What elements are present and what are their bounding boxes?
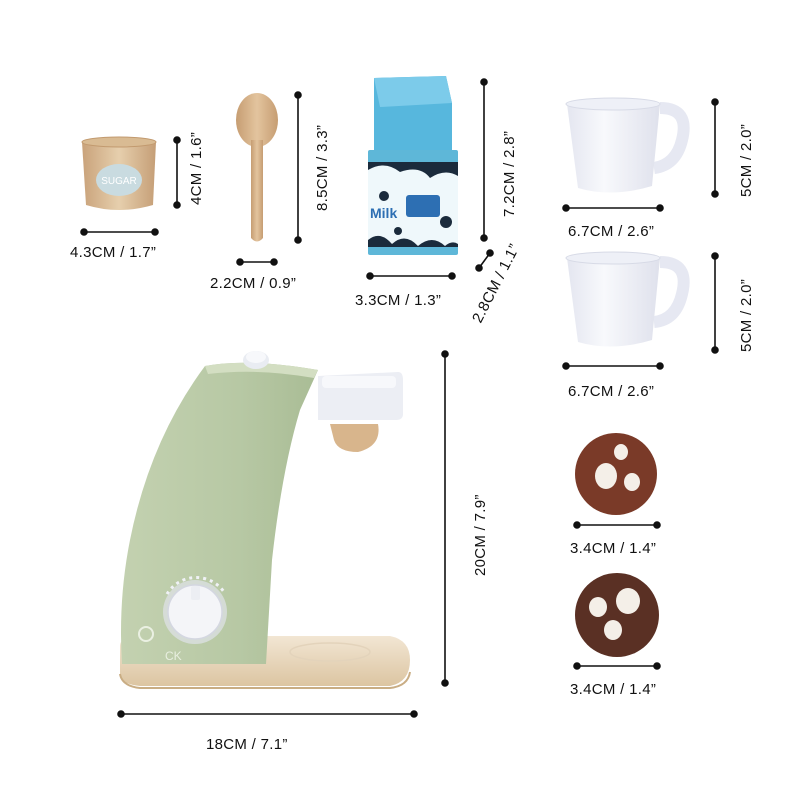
dimension-lines: [80, 78, 719, 718]
spoon-height-label: 8.5CM / 3.3”: [314, 124, 331, 211]
sugar-height-label: 4CM / 1.6”: [188, 131, 205, 205]
cup1-width-label: 6.7CM / 2.6”: [568, 223, 655, 240]
sugar-cup: [81, 136, 157, 210]
sugar-text: SUGAR: [101, 176, 137, 187]
coffee-pod-1: [575, 433, 657, 515]
coffee-machine: CK: [119, 351, 411, 689]
coffee-pod-2: [575, 573, 659, 657]
spoon-width-label: 2.2CM / 0.9”: [210, 275, 297, 292]
svg-text:CK: CK: [165, 649, 182, 663]
white-cup-bottom: [565, 251, 690, 347]
cup2-width-label: 6.7CM / 2.6”: [568, 383, 655, 400]
cow-logo: [406, 195, 440, 217]
pod1-width-label: 3.4CM / 1.4”: [570, 540, 657, 557]
milk-height-label: 7.2CM / 2.8”: [501, 130, 518, 217]
sugar-width-label: 4.3CM / 1.7”: [70, 244, 157, 261]
cup2-height-label: 5CM / 2.0”: [738, 278, 755, 352]
machine-width-label: 18CM / 7.1”: [206, 736, 288, 753]
pod2-width-label: 3.4CM / 1.4”: [570, 681, 657, 698]
white-cup-top: [565, 97, 690, 193]
milk-width-label: 3.3CM / 1.3”: [355, 292, 442, 309]
milk-carton: [368, 76, 458, 255]
cup1-height-label: 5CM / 2.0”: [738, 123, 755, 197]
sugar-label-patch: [96, 164, 142, 196]
wooden-spoon: [236, 93, 278, 242]
milk-text: Milk: [370, 205, 397, 221]
machine-height-label: 20CM / 7.9”: [472, 494, 489, 576]
